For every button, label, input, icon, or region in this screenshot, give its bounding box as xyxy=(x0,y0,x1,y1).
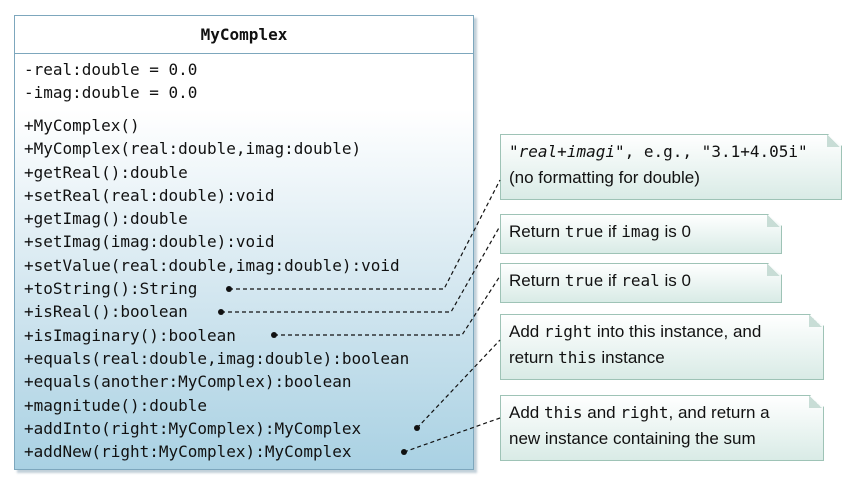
note-isimaginary: Return true if real is 0 xyxy=(500,263,782,303)
class-name: MyComplex xyxy=(15,16,473,54)
method-add-into: +addInto(right:MyComplex):MyComplex xyxy=(24,418,362,438)
connector-dot-addinto xyxy=(414,425,420,431)
method-is-real: +isReal():boolean xyxy=(24,302,188,322)
note-tostring-line2: (no formatting for double) xyxy=(509,168,700,187)
note-tostring: "real+imagi", e.g., "3.1+4.05i" (no form… xyxy=(500,134,842,200)
method-set-value: +setValue(real:double,imag:double):void xyxy=(24,255,400,275)
connector-addinto xyxy=(416,339,501,429)
note-addinto: Add right into this instance, and return… xyxy=(500,314,824,380)
attribute-imag: -imag:double = 0.0 xyxy=(24,83,198,102)
note-addnew: Add this and right, and return a new ins… xyxy=(500,395,824,461)
method-to-string: +toString():String xyxy=(24,279,198,299)
method-equals-object: +equals(another:MyComplex):boolean xyxy=(24,372,352,392)
method-get-real: +getReal():double xyxy=(24,162,188,182)
uml-class-box: MyComplex -real:double = 0.0 -imag:doubl… xyxy=(14,15,474,470)
connector-dot-tostring xyxy=(226,286,232,292)
method-set-real: +setReal(real:double):void xyxy=(24,185,275,205)
method-magnitude: +magnitude():double xyxy=(24,395,208,415)
connector-addnew xyxy=(403,417,501,453)
connector-dot-isimaginary xyxy=(271,332,277,338)
connector-tostring xyxy=(229,179,501,290)
note-tostring-line1: "real+imagi", e.g., "3.1+4.05i" xyxy=(509,142,808,161)
method-is-imaginary: +isImaginary():boolean xyxy=(24,325,236,345)
method-constructor-default: +MyComplex() xyxy=(24,116,140,135)
method-add-new: +addNew(right:MyComplex):MyComplex xyxy=(24,442,352,462)
connector-dot-isreal xyxy=(218,309,224,315)
connector-isreal xyxy=(221,225,501,313)
attribute-real: -real:double = 0.0 xyxy=(24,60,198,79)
method-get-imag: +getImag():double xyxy=(24,209,188,229)
method-set-imag: +setImag(imag:double):void xyxy=(24,232,275,252)
method-equals-values: +equals(real:double,imag:double):boolean xyxy=(24,348,410,368)
connector-dot-addnew xyxy=(401,449,407,455)
note-isreal: Return true if imag is 0 xyxy=(500,214,782,254)
connector-isimaginary xyxy=(274,275,501,336)
method-constructor-args: +MyComplex(real:double,imag:double) xyxy=(24,139,362,159)
